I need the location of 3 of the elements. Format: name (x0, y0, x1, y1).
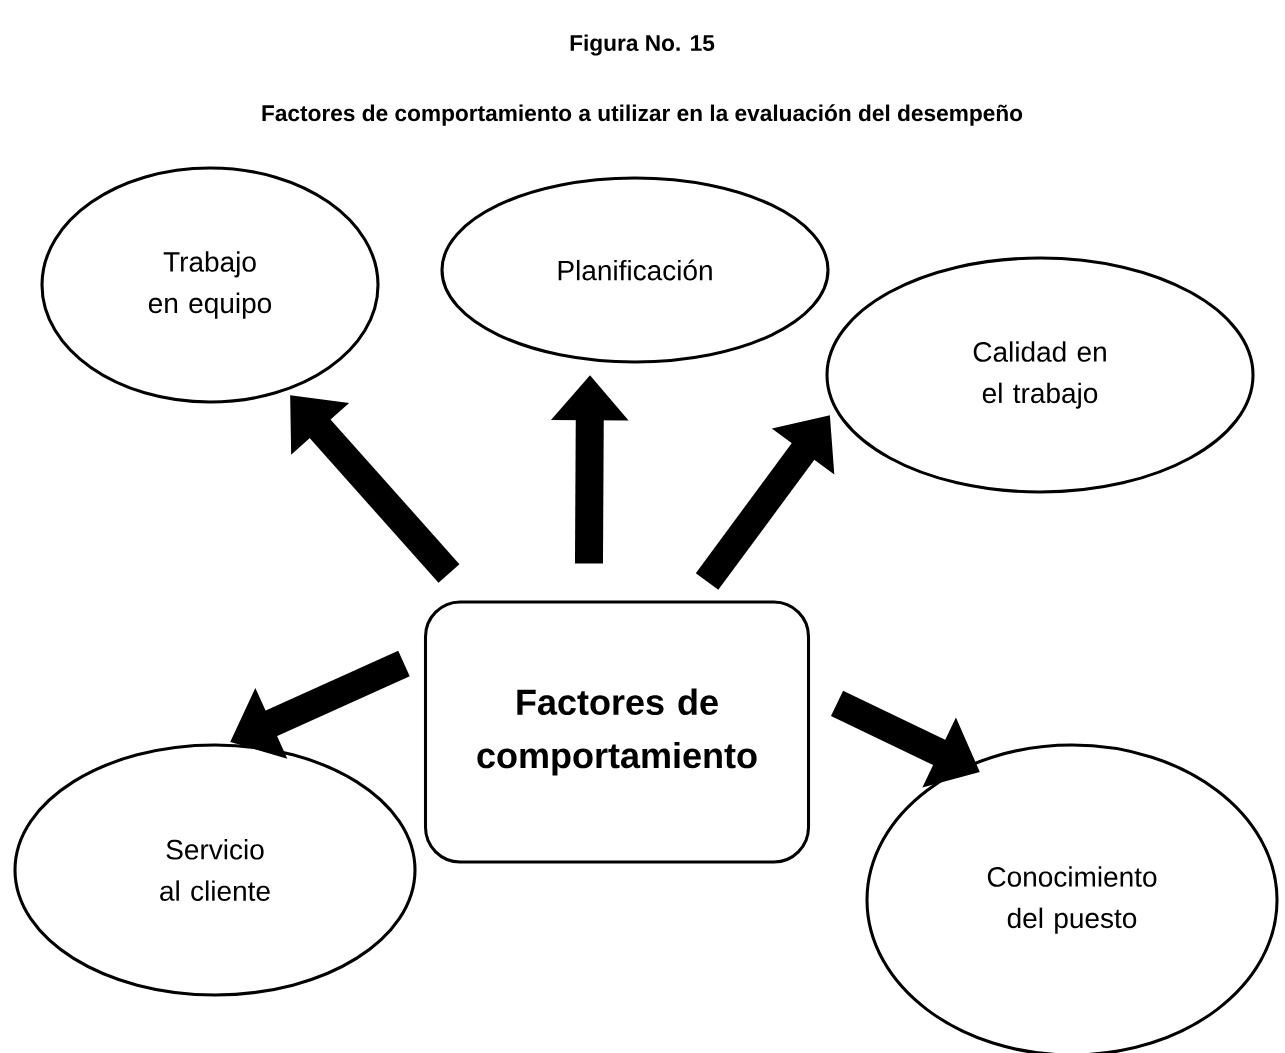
figure-caption: Factores de comportamiento a utilizar en la evaluación del desempeño (262, 104, 1023, 126)
figure-title: Figura No. 15 (570, 34, 715, 56)
center-box: Factores de comportamiento (423, 600, 811, 864)
